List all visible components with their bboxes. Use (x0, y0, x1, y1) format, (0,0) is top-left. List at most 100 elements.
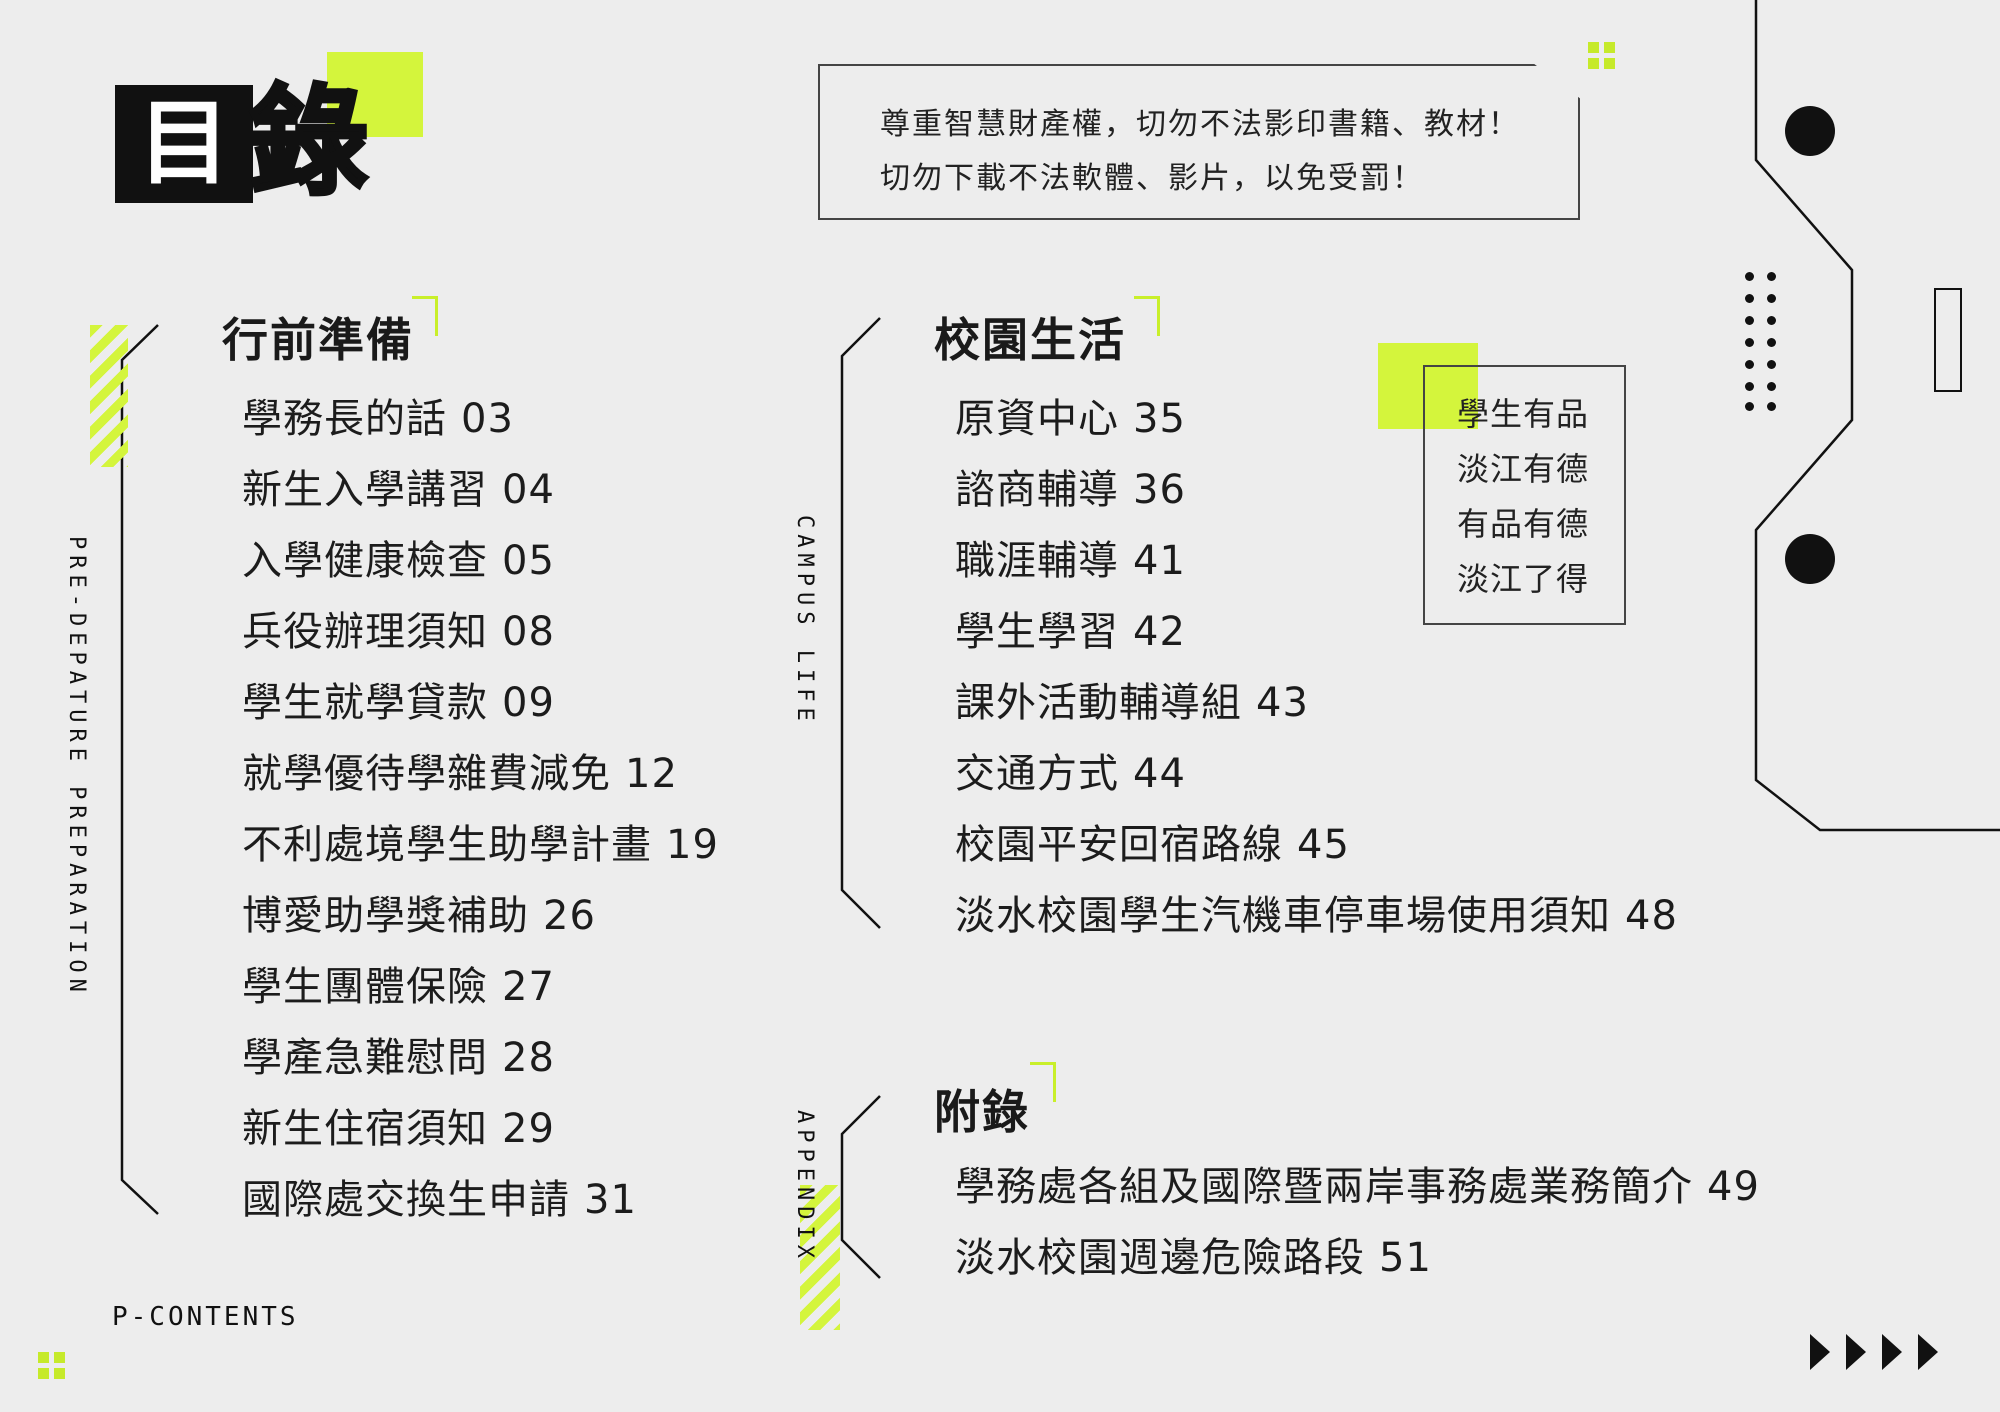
campus-vertical-label: CAMPUS LIFE (792, 515, 817, 727)
pre-item-page: 27 (502, 964, 555, 1010)
notice-line-1: 尊重智慧財產權，切勿不法影印書籍、教材！ (880, 107, 1520, 142)
pre-section-title: 行前準備 (222, 313, 414, 367)
pre-item[interactable]: 不利處境學生助學計畫 19 (242, 810, 719, 881)
pre-item[interactable]: 學務長的話 03 (242, 384, 719, 455)
pre-item[interactable]: 國際處交換生申請 31 (242, 1165, 719, 1236)
motto-box: 學生有品 淡江有德 有品有德 淡江了得 (1423, 365, 1626, 625)
pre-item-page: 04 (502, 467, 555, 513)
appendix-toc-list: 學務處各組及國際暨兩岸事務處業務簡介 49 淡水校園週邊危險路段 51 (955, 1152, 1760, 1294)
pre-item-page: 26 (543, 893, 596, 939)
footer-label: P-CONTENTS (112, 1302, 299, 1332)
title-char-1: 目 (115, 85, 253, 203)
circle-dot-top (1785, 106, 1835, 156)
campus-item[interactable]: 諮商輔導 36 (955, 455, 1678, 526)
campus-item-label: 交通方式 (955, 751, 1119, 797)
outline-rect (1934, 288, 1962, 392)
pre-vertical-label: PRE-DEPATURE PREPARATION (64, 536, 89, 998)
campus-title-corner (1134, 296, 1160, 336)
appendix-hatch-bar (800, 1185, 840, 1330)
campus-item[interactable]: 原資中心 35 (955, 384, 1678, 455)
pre-item[interactable]: 就學優待學雜費減免 12 (242, 739, 719, 810)
pre-item-page: 08 (502, 609, 555, 655)
pre-item-label: 國際處交換生申請 (242, 1177, 570, 1223)
campus-item[interactable]: 交通方式 44 (955, 739, 1678, 810)
campus-toc-list: 原資中心 35 諮商輔導 36 職涯輔導 41 學生學習 42 課外活動輔導組 43 交通方式 44 校… (955, 384, 1678, 952)
pre-item-page: 12 (625, 751, 678, 797)
title-accent-square (327, 52, 423, 137)
motto-line-1: 學生有品 (1457, 395, 1590, 433)
pre-item-label: 博愛助學獎補助 (242, 893, 529, 939)
appendix-title-corner (1030, 1062, 1056, 1102)
pre-item-label: 學生就學貸款 (242, 680, 488, 726)
pre-item[interactable]: 兵役辦理須知 08 (242, 597, 719, 668)
pre-item[interactable]: 博愛助學獎補助 26 (242, 881, 719, 952)
pre-item-page: 09 (502, 680, 555, 726)
pre-item-page: 05 (502, 538, 555, 584)
arrow-right-icon (1810, 1334, 1960, 1374)
campus-item-page: 36 (1133, 467, 1186, 513)
appendix-item-page: 51 (1379, 1235, 1432, 1281)
pre-item-label: 學務長的話 (242, 396, 447, 442)
pre-item-page: 19 (666, 822, 719, 868)
dot-grid-icon (1745, 272, 1785, 412)
campus-item-page: 44 (1133, 751, 1186, 797)
campus-item[interactable]: 學生學習 42 (955, 597, 1678, 668)
campus-item[interactable]: 職涯輔導 41 (955, 526, 1678, 597)
campus-item-label: 課外活動輔導組 (955, 680, 1242, 726)
pre-item[interactable]: 學生團體保險 27 (242, 952, 719, 1023)
campus-item-label: 職涯輔導 (955, 538, 1119, 584)
motto-accent-square (1378, 343, 1478, 429)
title-char-2: 錄 (248, 73, 370, 211)
motto-line-3: 有品有德 (1457, 505, 1590, 543)
pre-item-label: 學產急難慰問 (242, 1035, 488, 1081)
campus-item-label: 校園平安回宿路線 (955, 822, 1283, 868)
campus-item-page: 48 (1625, 893, 1678, 939)
pre-toc-list: 學務長的話 03 新生入學講習 04 入學健康檢查 05 兵役辦理須知 08 學生就學貸款 09 就… (242, 384, 719, 1236)
campus-item-page: 42 (1133, 609, 1186, 655)
campus-item[interactable]: 課外活動輔導組 43 (955, 668, 1678, 739)
pre-hatch-bar (90, 325, 128, 467)
copyright-notice: 尊重智慧財產權，切勿不法影印書籍、教材！ 切勿下載不法軟體、影片，以免受罰！ (818, 64, 1580, 220)
appendix-item-page: 49 (1707, 1164, 1760, 1210)
pre-item-label: 學生團體保險 (242, 964, 488, 1010)
pre-item[interactable]: 入學健康檢查 05 (242, 526, 719, 597)
appendix-item-label: 淡水校園週邊危險路段 (955, 1235, 1365, 1281)
pre-item-page: 29 (502, 1106, 555, 1152)
pre-item-page: 03 (461, 396, 514, 442)
pre-title-corner (412, 296, 438, 336)
campus-item-page: 43 (1256, 680, 1309, 726)
pre-item-label: 就學優待學雜費減免 (242, 751, 611, 797)
campus-item-label: 淡水校園學生汽機車停車場使用須知 (955, 893, 1611, 939)
campus-item[interactable]: 淡水校園學生汽機車停車場使用須知 48 (955, 881, 1678, 952)
appendix-item[interactable]: 學務處各組及國際暨兩岸事務處業務簡介 49 (955, 1152, 1760, 1223)
campus-item-label: 原資中心 (955, 396, 1119, 442)
campus-section-title: 校園生活 (934, 313, 1126, 367)
pre-item-label: 不利處境學生助學計畫 (242, 822, 652, 868)
motto-line-4: 淡江了得 (1457, 560, 1590, 598)
appendix-item[interactable]: 淡水校園週邊危險路段 51 (955, 1223, 1760, 1294)
pre-item[interactable]: 學產急難慰問 28 (242, 1023, 719, 1094)
campus-item-label: 諮商輔導 (955, 467, 1119, 513)
campus-item-label: 學生學習 (955, 609, 1119, 655)
pre-item-page: 31 (584, 1177, 637, 1223)
campus-item[interactable]: 校園平安回宿路線 45 (955, 810, 1678, 881)
campus-item-page: 45 (1297, 822, 1350, 868)
circle-dot-bottom (1785, 534, 1835, 584)
square-grid-icon-bottom (38, 1352, 68, 1382)
appendix-section-title: 附錄 (934, 1085, 1030, 1139)
square-grid-icon (1588, 42, 1618, 72)
notice-line-2: 切勿下載不法軟體、影片，以免受罰！ (880, 161, 1424, 196)
pre-item-label: 兵役辦理須知 (242, 609, 488, 655)
appendix-vertical-label: APPENDIX (792, 1110, 817, 1264)
pre-item-page: 28 (502, 1035, 555, 1081)
pre-item-label: 入學健康檢查 (242, 538, 488, 584)
pre-item[interactable]: 學生就學貸款 09 (242, 668, 719, 739)
motto-line-2: 淡江有德 (1457, 450, 1590, 488)
pre-item-label: 新生入學講習 (242, 467, 488, 513)
pre-item[interactable]: 新生入學講習 04 (242, 455, 719, 526)
appendix-item-label: 學務處各組及國際暨兩岸事務處業務簡介 (955, 1164, 1693, 1210)
campus-item-page: 41 (1133, 538, 1186, 584)
campus-item-page: 35 (1133, 396, 1186, 442)
